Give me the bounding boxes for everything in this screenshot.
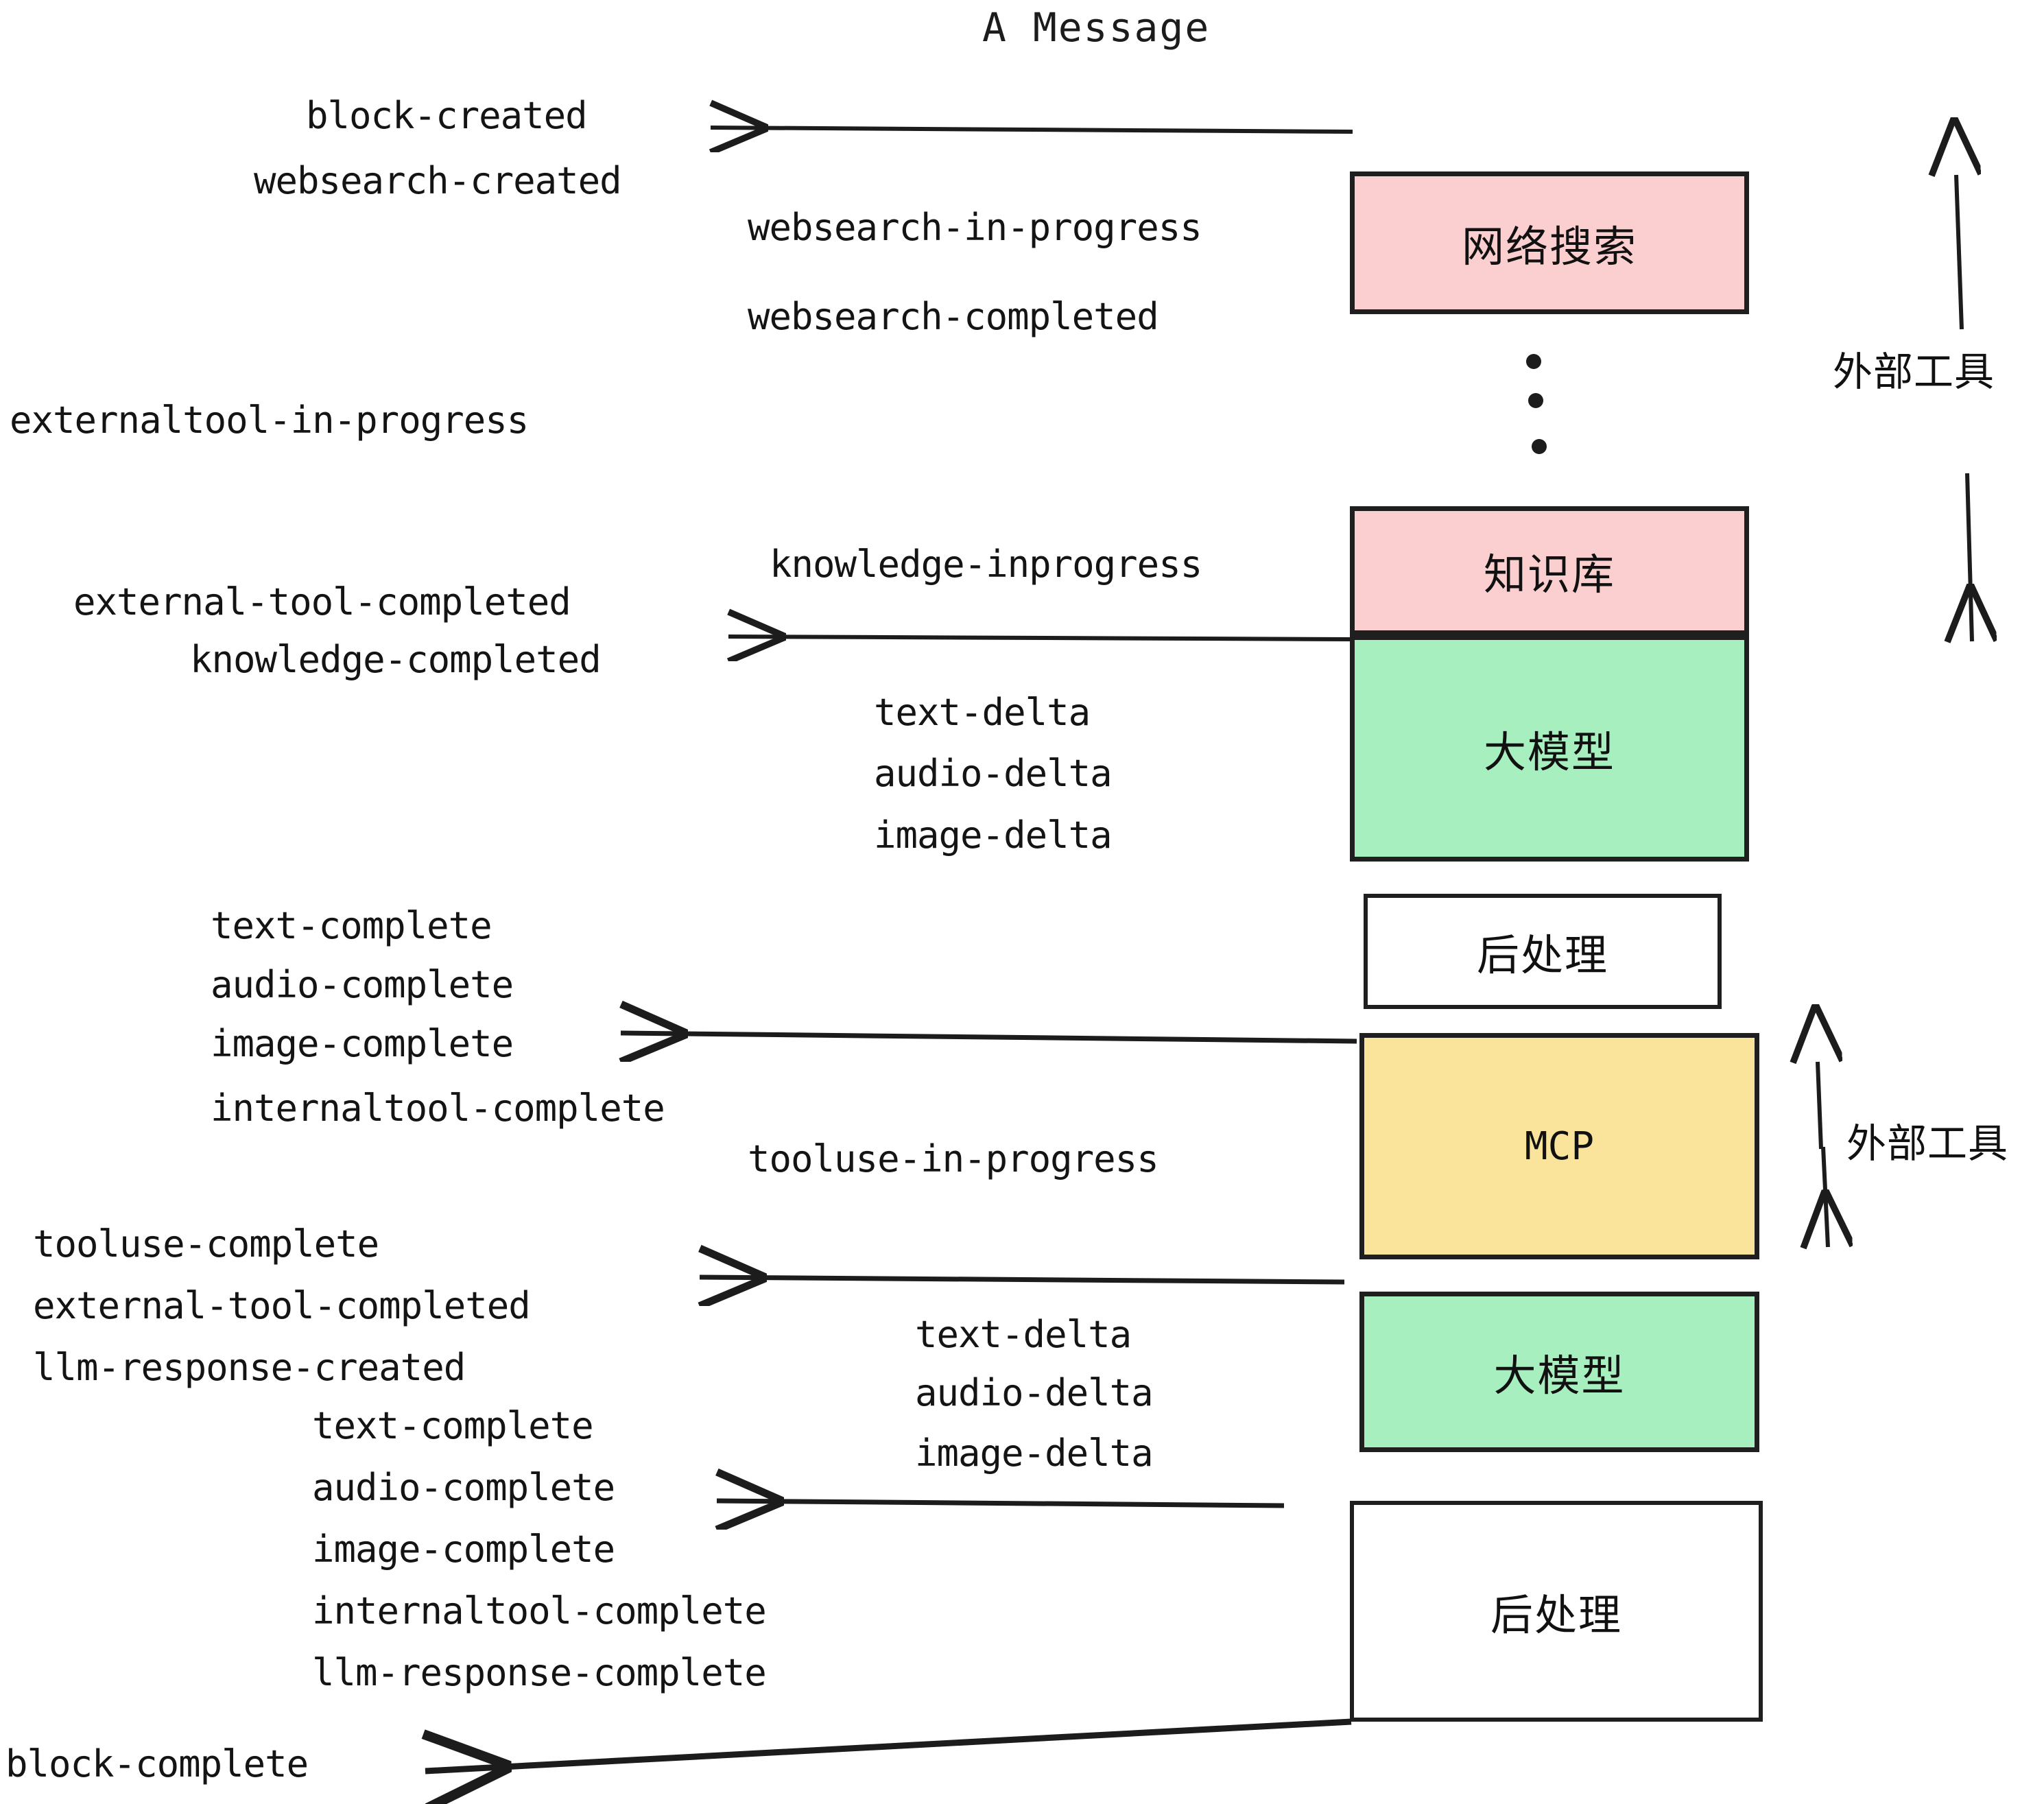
arrow-tooluse-complete [700,1277,1345,1282]
node-box-postprocess-2[interactable]: 后处理 [1350,1501,1763,1722]
arrow-audio-complete [717,1501,1285,1506]
event-label-external-tool-completed: external-tool-completed [73,580,571,624]
node-box-postprocess-1[interactable]: 后处理 [1364,894,1722,1009]
event-label-image-complete-2: image-complete [312,1528,615,1571]
node-box-websearch-label: 网络搜索 [1461,222,1637,272]
node-box-llm-2[interactable]: 大模型 [1359,1292,1759,1452]
event-label-block-created: block-created [306,94,588,137]
event-label-audio-delta-1: audio-delta [874,752,1113,795]
event-label-websearch-created: websearch-created [254,159,622,202]
page-title: A Message [982,4,1211,51]
event-label-text-complete-2: text-complete [312,1404,594,1447]
event-label-externaltool-in-progress: externaltool-in-progress [10,399,529,442]
side-label-external-tool-bottom: 外部工具 [1846,1120,2009,1167]
node-box-llm-1[interactable]: 大模型 [1350,635,1749,862]
node-box-mcp[interactable]: MCP [1359,1033,1759,1259]
event-label-websearch-in-progress: websearch-in-progress [748,206,1202,249]
node-box-knowledge-label: 知识库 [1483,549,1615,600]
node-box-llm-2-label: 大模型 [1493,1351,1626,1401]
event-label-block-complete: block-complete [5,1742,309,1785]
event-label-image-delta-1: image-delta [874,814,1113,857]
event-label-llm-response-complete: llm-response-complete [312,1651,767,1694]
event-label-text-delta-2: text-delta [915,1313,1132,1356]
event-label-image-delta-2: image-delta [915,1432,1154,1475]
arrow-knowledge-completed [728,637,1351,639]
bracket-external-tool-top [1956,175,1972,641]
arrow-image-complete [621,1033,1357,1041]
ellipsis-dot-2 [1528,393,1543,408]
event-label-audio-delta-2: audio-delta [915,1371,1154,1414]
node-box-llm-1-label: 大模型 [1483,727,1615,777]
event-label-knowledge-inprogress: knowledge-inprogress [770,543,1202,586]
side-label-external-tool-top: 外部工具 [1833,348,1995,395]
event-label-llm-response-created: llm-response-created [33,1346,466,1389]
node-box-websearch[interactable]: 网络搜索 [1350,171,1749,314]
event-label-audio-complete-1: audio-complete [211,963,514,1006]
event-label-external-tool-completed-2: external-tool-completed [33,1284,531,1327]
node-box-postprocess-1-label: 后处理 [1476,930,1608,980]
event-label-tooluse-in-progress: tooluse-in-progress [748,1137,1159,1180]
event-label-text-complete-1: text-complete [211,904,492,947]
event-label-tooluse-complete: tooluse-complete [33,1222,379,1266]
event-label-internaltool-complete-1: internaltool-complete [211,1087,665,1130]
node-box-postprocess-2-label: 后处理 [1490,1590,1622,1640]
event-label-websearch-completed: websearch-completed [748,295,1159,338]
event-label-text-delta-1: text-delta [874,691,1091,734]
arrow-block-created [711,128,1353,132]
ellipsis-dot-3 [1532,439,1547,454]
event-label-knowledge-completed: knowledge-completed [190,638,602,681]
ellipsis-dot-1 [1526,354,1541,369]
node-box-knowledge[interactable]: 知识库 [1350,506,1749,635]
bracket-external-tool-bottom [1818,1062,1828,1247]
event-label-image-complete-1: image-complete [211,1022,514,1065]
event-label-audio-complete-2: audio-complete [312,1466,615,1509]
node-box-mcp-label: MCP [1524,1124,1595,1169]
event-label-internaltool-complete-2: internaltool-complete [312,1589,767,1633]
arrow-block-complete [425,1718,1352,1771]
